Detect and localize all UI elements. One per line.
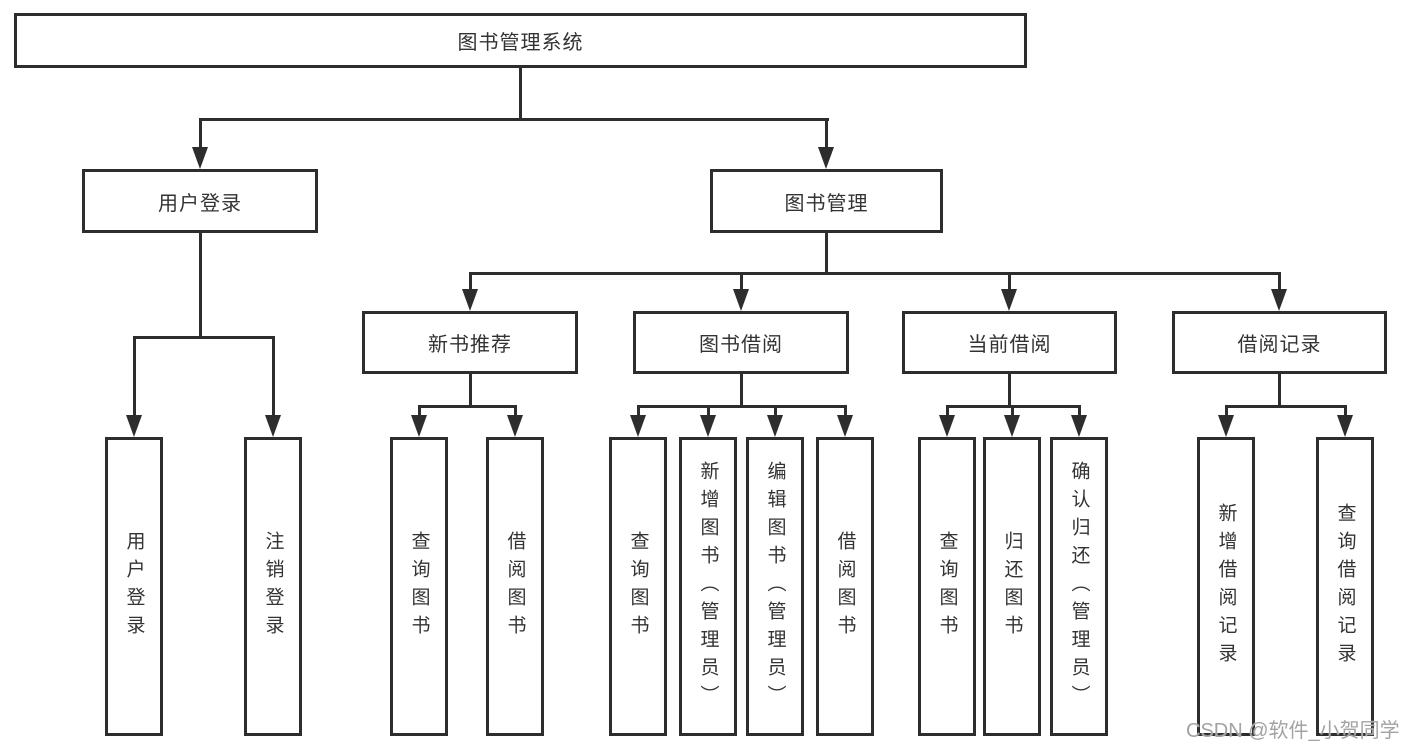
node-bb-query-book: 查询图书 [609,437,667,736]
arrowhead-cb-confirm-return-icon [1071,415,1087,437]
arrowhead-bb-edit-book-icon [767,415,783,437]
node-br-query-record-label: 查询借阅记录 [1334,502,1356,671]
arrowhead-logout-action-icon [265,415,281,437]
connector-drop-cb-query-book [946,405,949,417]
arrowhead-rec-borrow-book-icon [507,415,523,437]
connector-new-book-rec-stem [469,374,472,408]
node-book-borrow-label: 图书借阅 [699,334,783,356]
node-bb-borrow-book: 借阅图书 [816,437,874,736]
node-book-mgmt: 图书管理 [710,169,943,233]
connector-drop-br-query-record [1344,405,1347,417]
node-login-action-label: 用户登录 [123,530,145,643]
arrowhead-book-mgmt-icon [818,147,834,169]
node-logout-action: 注销登录 [244,437,302,736]
connector-book-mgmt-bar [469,272,1281,275]
connector-drop-new-book-rec [469,272,472,292]
arrowhead-bb-add-book-icon [700,415,716,437]
connector-new-book-rec-bar [418,405,517,408]
connector-drop-bb-borrow-book [844,405,847,417]
connector-drop-bb-edit-book [774,405,777,417]
node-user-login: 用户登录 [82,169,318,233]
arrowhead-new-book-rec-icon [462,289,478,311]
node-current-borrow-label: 当前借阅 [967,334,1052,356]
node-bb-query-book-label: 查询图书 [627,530,649,643]
node-rec-query-book: 查询图书 [390,437,448,736]
connector-book-borrow-stem [740,374,743,408]
node-book-borrow: 图书借阅 [633,311,849,374]
arrowhead-user-login-icon [192,147,208,169]
arrowhead-current-borrow-icon [1001,289,1017,311]
connector-book-mgmt-stem [825,233,828,274]
connector-drop-bb-query-book [637,405,640,417]
node-bb-add-book-label: 新增图书（管理员） [697,460,719,713]
arrowhead-bb-borrow-book-icon [837,415,853,437]
node-new-book-rec: 新书推荐 [362,311,578,374]
connector-drop-rec-query-book [418,405,421,417]
connector-root-bar [199,118,829,121]
connector-drop-login-action [133,336,136,416]
connector-drop-cb-confirm-return [1078,405,1081,417]
arrowhead-book-borrow-icon [733,289,749,311]
connector-drop-bb-add-book [707,405,710,417]
arrowhead-cb-return-book-icon [1004,415,1020,437]
connector-drop-br-add-record [1225,405,1228,417]
node-new-book-rec-label: 新书推荐 [428,334,512,356]
node-cb-return-book: 归还图书 [983,437,1041,736]
connector-borrow-record-bar [1225,405,1347,408]
connector-root-stem [519,68,522,118]
connector-drop-book-borrow [740,272,743,292]
connector-drop-user-login [199,118,202,150]
connector-drop-rec-borrow-book [514,405,517,417]
node-br-query-record: 查询借阅记录 [1316,437,1374,736]
node-br-add-record-label: 新增借阅记录 [1215,502,1237,671]
node-bb-add-book: 新增图书（管理员） [679,437,737,736]
node-bb-edit-book-label: 编辑图书（管理员） [764,460,786,713]
arrowhead-login-action-icon [126,415,142,437]
node-rec-borrow-book: 借阅图书 [486,437,544,736]
connector-drop-borrow-record [1278,272,1281,292]
node-borrow-record-label: 借阅记录 [1237,334,1322,356]
node-borrow-record: 借阅记录 [1172,311,1387,374]
node-cb-query-book-label: 查询图书 [936,530,958,643]
csdn-watermark: CSDN @软件_小贺同学 [1186,720,1400,742]
node-cb-confirm-return-label: 确认归还（管理员） [1068,460,1090,713]
connector-drop-logout-action [272,336,275,416]
node-root: 图书管理系统 [14,13,1027,68]
node-cb-query-book: 查询图书 [918,437,976,736]
arrowhead-br-add-record-icon [1218,415,1234,437]
node-book-mgmt-label: 图书管理 [784,192,869,215]
node-login-action: 用户登录 [105,437,163,736]
node-rec-query-book-label: 查询图书 [408,530,430,643]
node-rec-borrow-book-label: 借阅图书 [504,530,526,643]
arrowhead-bb-query-book-icon [630,415,646,437]
connector-user-login-stem [199,233,202,336]
node-cb-return-book-label: 归还图书 [1001,530,1023,643]
connector-current-borrow-stem [1008,374,1011,408]
node-user-login-label: 用户登录 [158,192,242,215]
node-bb-borrow-book-label: 借阅图书 [834,530,856,643]
connector-drop-cb-return-book [1011,405,1014,417]
node-root-label: 图书管理系统 [457,32,584,54]
node-br-add-record: 新增借阅记录 [1197,437,1255,736]
node-current-borrow: 当前借阅 [902,311,1117,374]
arrowhead-rec-query-book-icon [411,415,427,437]
arrowhead-borrow-record-icon [1271,289,1287,311]
arrowhead-br-query-record-icon [1337,415,1353,437]
arrowhead-cb-query-book-icon [939,415,955,437]
connector-drop-book-mgmt [825,118,828,150]
node-bb-edit-book: 编辑图书（管理员） [746,437,804,736]
connector-borrow-record-stem [1278,374,1281,408]
connector-drop-current-borrow [1008,272,1011,292]
connector-book-borrow-bar [637,405,847,408]
node-logout-action-label: 注销登录 [262,530,284,643]
connector-user-login-bar [133,336,275,339]
node-cb-confirm-return: 确认归还（管理员） [1050,437,1108,736]
